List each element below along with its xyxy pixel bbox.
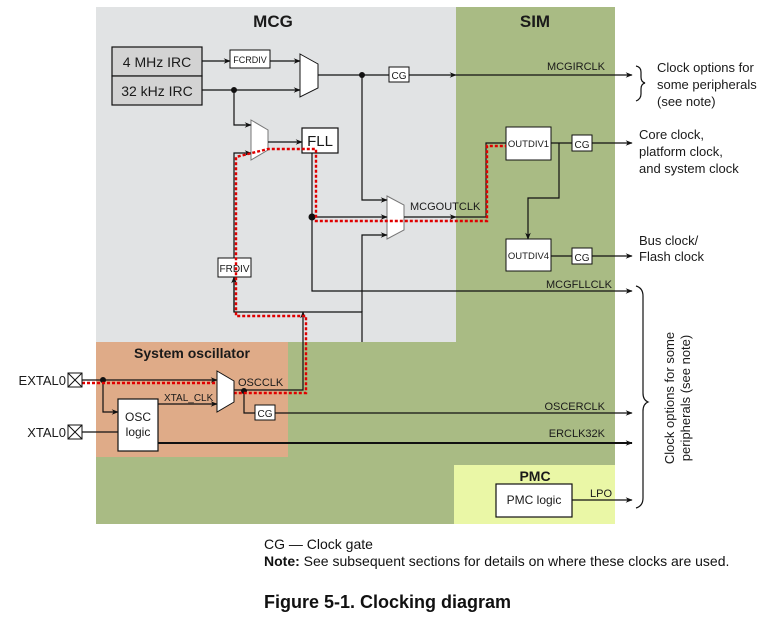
outdiv1-label: OUTDIV1: [508, 139, 549, 150]
osc-mux: [216, 370, 235, 413]
osc-logic-block: [117, 398, 159, 452]
extal0-label: EXTAL0: [19, 373, 66, 388]
oscclk-label: OSCCLK: [238, 377, 284, 389]
brace-top: [635, 65, 646, 102]
clock-options-top-line-2: some peripherals: [657, 77, 757, 92]
pmc-logic-label: PMC logic: [507, 493, 562, 507]
bus-clock-line-2: Flash clock: [639, 249, 705, 264]
pmc-logic-block: [495, 483, 573, 518]
outdiv1-block: [505, 126, 552, 161]
legend-cg: CG — Clock gate: [264, 536, 373, 552]
note-text: See subsequent sections for details on w…: [299, 553, 730, 569]
clock-gate-label: CG: [392, 71, 407, 82]
brace-side: [635, 285, 650, 509]
erclk32k-label: ERCLK32K: [549, 428, 606, 440]
mcgirclk-label: MCGIRCLK: [547, 61, 606, 73]
frdiv-label: FRDIV: [220, 264, 250, 275]
outdiv4-label: OUTDIV4: [508, 251, 549, 262]
legend-note: Note: See subsequent sections for detail…: [264, 553, 729, 569]
clock-gate-label: CG: [575, 253, 590, 264]
irc-mux: [299, 53, 319, 98]
clock-options-side-line-1: Clock options for some: [662, 332, 677, 464]
clock-gate-label: CG: [575, 140, 590, 151]
oscerclk-label: OSCERCLK: [544, 401, 605, 413]
clock-options-side: Clock options for some peripherals (see …: [662, 332, 693, 464]
osc-logic-label-2: logic: [126, 425, 151, 439]
osc-logic-label-1: OSC: [125, 410, 151, 424]
mcgoutclk-mux: [386, 195, 405, 240]
clock-options-top-line-1: Clock options for: [657, 60, 754, 75]
irc-32khz-label: 32 kHz IRC: [121, 83, 193, 99]
bus-clock-line-1: Bus clock/: [639, 233, 699, 248]
mcgoutclk-label: MCGOUTCLK: [410, 201, 481, 213]
pmc-label: PMC: [519, 468, 550, 484]
fll-label: FLL: [307, 133, 333, 150]
core-clock-line-3: and system clock: [639, 161, 739, 176]
extal0-pin: [67, 372, 83, 388]
signal-wires: [82, 58, 633, 503]
xtal0-pin: [67, 424, 83, 440]
mcg-label: MCG: [253, 12, 293, 31]
xtal-clk-label: XTAL_CLK: [164, 393, 214, 404]
irc-4mhz-label: 4 MHz IRC: [123, 54, 191, 70]
clock-gate-osc: [254, 404, 276, 421]
sim-label: SIM: [520, 12, 550, 31]
core-clock-line-2: platform clock,: [639, 144, 723, 159]
junction-dots: [100, 72, 365, 394]
fcrdiv-label: FCRDIV: [233, 55, 267, 65]
clock-options-top-line-3: (see note): [657, 94, 716, 109]
figure-title: Figure 5-1. Clocking diagram: [264, 592, 512, 612]
note-label: Note:: [264, 553, 300, 569]
mcgfllclk-label: MCGFLLCLK: [546, 279, 613, 291]
core-clock-line-1: Core clock,: [639, 127, 704, 142]
irc-4mhz-block: [111, 46, 203, 77]
clock-options-side-line-2: peripherals (see note): [678, 335, 693, 461]
highlighted-clock-path: [82, 144, 506, 395]
lpo-label: LPO: [590, 488, 612, 500]
xtal0-label: XTAL0: [27, 425, 66, 440]
system-oscillator-label: System oscillator: [134, 345, 250, 361]
clock-gate-label: CG: [258, 409, 273, 420]
